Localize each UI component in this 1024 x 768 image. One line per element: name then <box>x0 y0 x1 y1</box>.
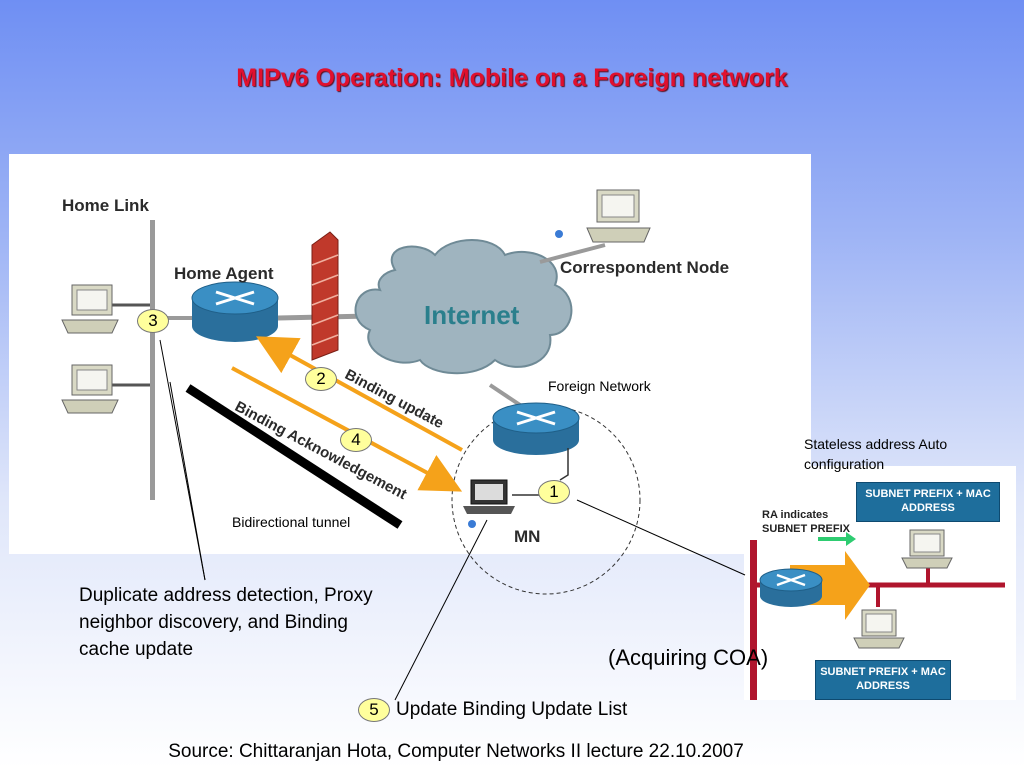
bidirectional-tunnel-line <box>185 384 403 529</box>
dad-note: Duplicate address detection, Proxy neigh… <box>79 585 373 660</box>
internet-label: Internet <box>424 300 520 330</box>
inset-pc-1-icon <box>901 529 953 569</box>
home-agent-label: Home Agent <box>174 264 274 283</box>
home-link-label: Home Link <box>62 196 149 215</box>
mn-dot <box>468 520 476 528</box>
foreign-network-label: Foreign Network <box>548 378 651 394</box>
foreign-router-icon <box>492 402 580 455</box>
inset-router-icon <box>759 568 823 607</box>
subnet-prefix-box-bottom: SUBNET PREFIX + MAC ADDRESS <box>815 660 951 700</box>
step-1-badge: 1 <box>538 480 570 504</box>
subnet-prefix-box-top: SUBNET PREFIX + MAC ADDRESS <box>856 482 1000 522</box>
home-pc-1-icon <box>61 284 119 334</box>
ra-indicates-label: RA indicates SUBNET PREFIX <box>762 509 851 535</box>
binding-ack-arrow <box>231 366 463 492</box>
mobile-node-laptop-icon <box>463 479 515 514</box>
inset-router-pole <box>750 540 757 700</box>
correspondent-dot <box>555 230 563 238</box>
acquiring-coa-label: (Acquiring COA) <box>608 645 769 670</box>
update-list-label: Update Binding Update List <box>396 699 628 720</box>
internet-cloud-icon <box>354 239 573 375</box>
home-agent-router-icon <box>191 281 279 342</box>
binding-update-arrow <box>255 336 463 452</box>
firewall-icon <box>311 231 339 361</box>
tunnel-label: Bidirectional tunnel <box>232 514 351 530</box>
correspondent-node-label: Correspondent Node <box>560 258 730 277</box>
stateless-autoconfig-label: Stateless address Auto configuration <box>804 436 948 472</box>
step-2-badge: 2 <box>305 367 337 391</box>
inset-small-arrow <box>818 532 856 546</box>
home-pc-2-icon <box>61 364 119 414</box>
step-5-badge: 5 <box>358 698 390 722</box>
correspondent-node-pc-icon <box>586 189 651 243</box>
home-link-bus <box>150 220 155 500</box>
source-citation: Source: Chittaranjan Hota, Computer Netw… <box>168 741 744 762</box>
slide-title: MIPv6 Operation: Mobile on a Foreign net… <box>236 64 788 92</box>
mn-label: MN <box>514 527 541 546</box>
inset-pc-2-icon <box>853 609 905 649</box>
step-4-badge: 4 <box>340 428 372 452</box>
step-3-badge: 3 <box>137 309 169 333</box>
